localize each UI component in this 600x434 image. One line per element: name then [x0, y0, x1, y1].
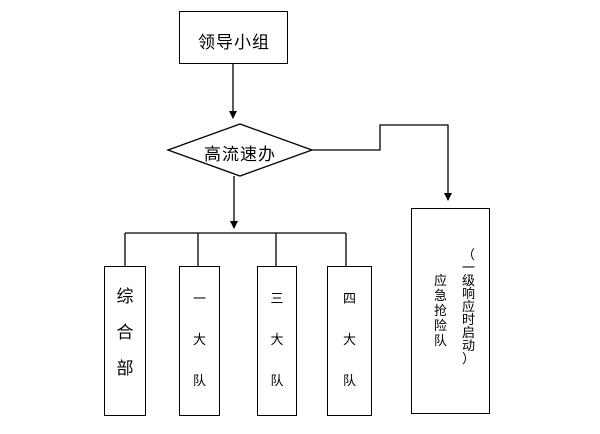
brigade-4-node: 四 大 队	[327, 266, 372, 416]
general-dept-node: 综 合 部	[104, 266, 146, 416]
emergency-team-label: 应 急 抢 险 队	[434, 274, 448, 349]
brigade-1-label: 一 大 队	[192, 292, 206, 389]
general-dept-label: 综 合 部	[116, 287, 134, 379]
leadership-label: 领导小组	[198, 33, 270, 53]
brigade-3-node: 三 大 队	[257, 266, 297, 416]
emergency-team-node: （ 一 级 响 应 时 启 动 ） 应 急 抢 险 队	[411, 208, 490, 414]
brigade-4-label: 四 大 队	[342, 292, 356, 389]
arrow-decision-to-emergency	[312, 124, 452, 201]
brigade-3-label: 三 大 队	[270, 292, 284, 389]
emergency-activation-note: （ 一 级 响 应 时 启 动 ）	[462, 248, 476, 367]
brigade-1-node: 一 大 队	[179, 266, 220, 416]
leadership-node: 领导小组	[179, 11, 288, 64]
decision-label: 高流速办	[204, 145, 276, 165]
